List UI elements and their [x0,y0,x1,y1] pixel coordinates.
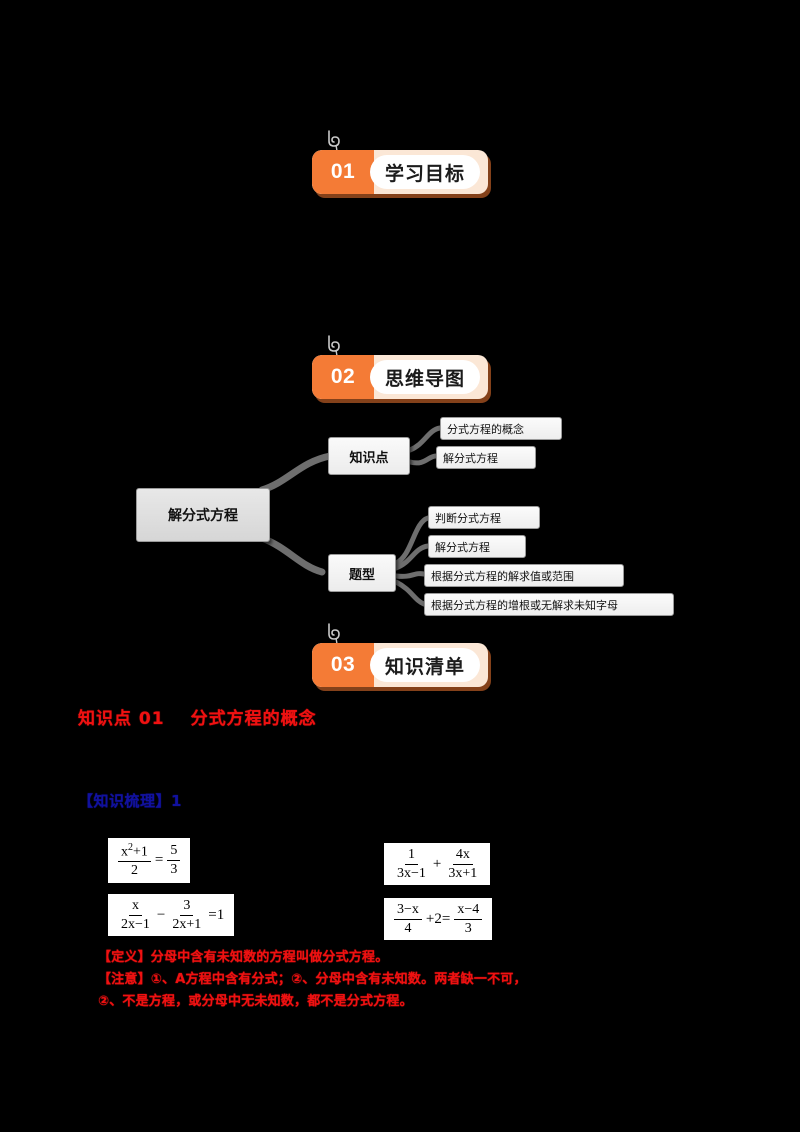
mindmap-leaf-label: 根据分式方程的增根或无解求未知字母 [431,598,618,612]
formula-card-2: x 2x−1 − 3 2x+1 =1 [108,894,235,937]
banner-body: 03 知识清单 [312,643,488,687]
fraction-numerator: 3−x [394,902,422,920]
fraction-denominator: 3 [170,862,178,877]
fraction-numerator: 5 [167,843,181,861]
fraction-denominator: 3x−1 [397,865,426,881]
formula-card-4: 3−x 4 +2= x−4 3 [384,898,493,941]
mindmap-leaf-label: 分式方程的概念 [447,422,524,436]
mindmap-leaf[interactable]: 判断分式方程 [428,506,540,529]
knowledge-point-heading: 知识点 01 分式方程的概念 [78,704,317,729]
mindmap-leaf-label: 解分式方程 [435,540,490,554]
banner-number-bg [312,150,374,194]
fraction: x2+1 2 [118,842,151,879]
fraction: 4x 3x+1 [445,847,480,881]
mindmap-leaf[interactable]: 根据分式方程的增根或无解求未知字母 [424,593,674,616]
minus-sign: − [156,906,166,923]
fraction-numerator: x [128,898,142,916]
section-banner-02: 02 思维导图 [312,335,491,403]
mindmap-leaf[interactable]: 解分式方程 [436,446,536,469]
banner-label-pill: 学习目标 [370,155,480,189]
banner-body: 01 学习目标 [312,150,488,194]
formula-card-1: x2+1 2 = 5 3 [108,838,191,883]
note-line-caution-2: ②、不是方程，或分母中无未知数，都不是分式方程。 [98,994,413,1009]
mindmap-leaf[interactable]: 解分式方程 [428,535,526,558]
fraction-denominator: 2 [130,863,138,879]
mindmap-leaf-label: 根据分式方程的解求值或范围 [431,569,574,583]
fraction: x−4 3 [454,902,483,936]
banner-label-pill: 知识清单 [370,648,480,682]
banner-label-pill: 思维导图 [370,360,480,394]
banner-number-bg [312,355,374,399]
knowledge-sub-heading: 【知识梳理】1 [78,790,182,811]
fraction: 3 2x+1 [169,898,204,932]
banner-body: 02 思维导图 [312,355,488,399]
note-line-definition: 【定义】分母中含有未知数的方程叫做分式方程。 [98,950,389,965]
banner-number: 03 [330,653,356,676]
knowledge-point-label: 知识点 01 [78,709,165,729]
banner-number: 02 [330,365,356,388]
mindmap-branch-knowledge[interactable]: 知识点 [328,437,410,475]
mindmap-branch-label: 知识点 [349,450,389,466]
fraction-numerator: 3 [180,898,194,916]
mindmap-leaf-label: 判断分式方程 [435,511,501,525]
fraction-denominator: 3 [464,920,472,936]
plus-two-equals: +2= [425,910,451,927]
banner-number: 01 [330,160,356,183]
fraction-numerator: x−4 [454,902,483,920]
knowledge-point-title: 分式方程的概念 [190,709,317,729]
fraction: x 2x−1 [118,898,153,932]
mindmap-leaf[interactable]: 根据分式方程的解求值或范围 [424,564,624,587]
fraction-denominator: 4 [404,920,412,936]
mindmap-branch-question-types[interactable]: 题型 [328,554,396,592]
equals-sign: = [154,852,164,868]
fraction-denominator: 3x+1 [448,865,478,881]
knowledge-sub-label: 【知识梳理】1 [78,792,182,810]
banner-label: 知识清单 [384,655,465,678]
banner-number-bg [312,643,374,687]
equals-one: =1 [208,906,225,923]
fraction: 1 3x−1 [394,847,429,881]
mindmap-leaf[interactable]: 分式方程的概念 [440,417,562,440]
fraction-denominator: 2x+1 [172,916,202,932]
formula-card-3: 1 3x−1 + 4x 3x+1 [384,843,491,886]
fraction: 3−x 4 [394,902,422,936]
fraction: 5 3 [167,843,181,877]
fraction-numerator: x2+1 [118,842,151,863]
mindmap-leaf-label: 解分式方程 [443,451,498,465]
banner-label: 学习目标 [384,162,465,185]
note-line-caution: 【注意】①、A方程中含有分式；②、分母中含有未知数。两者缺一不可， [98,972,527,987]
mindmap-root-node[interactable]: 解分式方程 [136,488,270,542]
fraction-denominator: 2x−1 [121,916,150,932]
banner-label: 思维导图 [384,367,465,390]
fraction-numerator: 4x [452,847,473,865]
section-banner-03: 03 知识清单 [312,623,491,691]
plus-sign: + [432,855,442,872]
mindmap-root-label: 解分式方程 [168,508,238,524]
mindmap-branch-label: 题型 [348,567,375,583]
fraction-numerator: 1 [404,847,418,865]
section-banner-01: 01 学习目标 [312,130,491,198]
